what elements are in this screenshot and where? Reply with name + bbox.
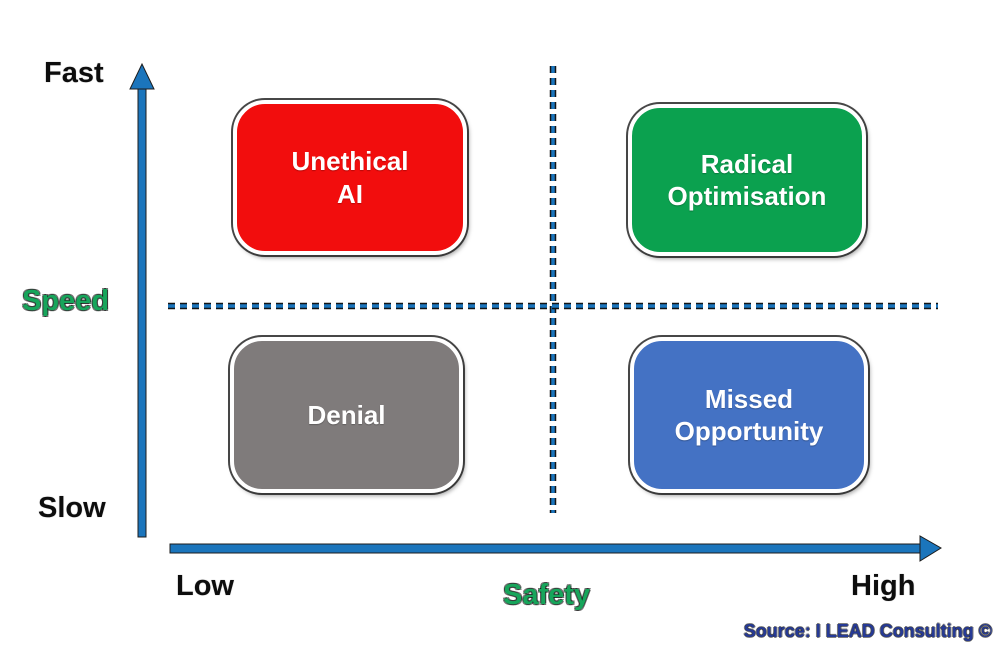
y-axis-bottom-label: Slow <box>38 492 106 524</box>
y-axis-top-label: Fast <box>44 57 104 89</box>
quadrant-box-denial: Denial <box>230 337 463 493</box>
x-axis-title: Safety <box>503 579 591 611</box>
quadrant-label: Radical Optimisation <box>667 148 827 212</box>
quadrant-box-missed-opportunity: Missed Opportunity <box>630 337 868 493</box>
quadrant-label: Unethical AI <box>291 146 409 209</box>
quadrant-box-radical-optimisation: Radical Optimisation <box>628 104 866 256</box>
x-axis-left-label: Low <box>176 570 234 602</box>
quadrant-label: Denial <box>307 399 386 430</box>
x-axis-line <box>169 543 923 554</box>
y-axis-title: Speed <box>22 285 110 317</box>
source-credit: Source: I LEAD Consulting © <box>743 621 992 641</box>
x-axis-arrowhead-icon <box>919 535 942 562</box>
quadrant-label: Missed Opportunity <box>674 383 824 447</box>
quadrant-box-unethical-ai: Unethical AI <box>233 100 467 255</box>
y-axis-line <box>137 85 147 538</box>
x-axis-right-label: High <box>851 570 916 602</box>
y-axis-arrowhead-icon <box>129 62 155 90</box>
